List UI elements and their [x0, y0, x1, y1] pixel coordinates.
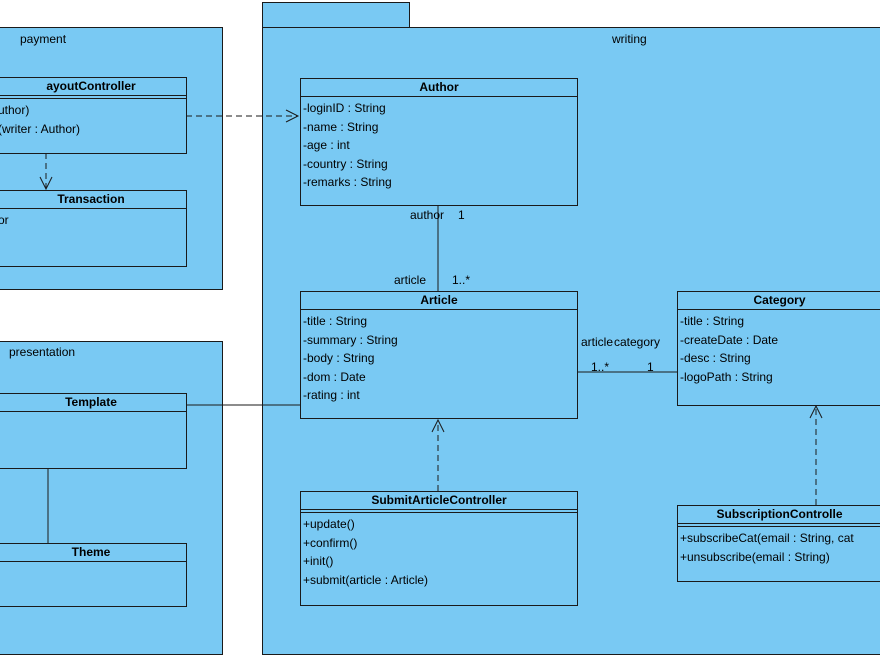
association-multiplicity-article: 1..* — [452, 273, 471, 287]
class-subscription-controller-ops: +subscribeCat(email : String, cat +unsub… — [678, 527, 880, 568]
operation: +update() — [303, 517, 355, 531]
class-template[interactable]: Template — [0, 393, 187, 469]
class-author-attrs: -loginID : String -name : String -age : … — [301, 97, 577, 194]
association-role-category: category — [614, 335, 661, 349]
class-submit-article-controller[interactable]: SubmitArticleController +update() +confi… — [300, 491, 578, 606]
class-subscription-controller-attrs — [678, 524, 880, 527]
association-role-author: author — [410, 208, 445, 222]
class-category-attrs: -title : String -createDate : Date -desc… — [678, 310, 880, 388]
association-multiplicity-author: 1 — [458, 208, 465, 222]
dependency-arrowhead-author — [285, 109, 300, 123]
class-template-name: Template — [0, 394, 186, 412]
attribute: or — [0, 213, 9, 227]
class-payout-controller-attrs — [0, 96, 186, 99]
class-theme-name: Theme — [0, 544, 186, 562]
class-category[interactable]: Category -title : String -createDate : D… — [677, 291, 880, 406]
class-transaction-name: Transaction — [0, 191, 186, 209]
class-article[interactable]: Article -title : String -summary : Strin… — [300, 291, 578, 419]
dependency-arrowhead-transaction — [39, 176, 53, 191]
operation: uthor) — [0, 103, 30, 117]
class-transaction[interactable]: Transaction or — [0, 190, 187, 267]
attribute: -loginID : String — [303, 101, 386, 115]
operation: +subscribeCat(email : String, cat — [680, 531, 854, 545]
attribute: -remarks : String — [303, 175, 392, 189]
package-presentation-label: presentation — [9, 345, 76, 359]
class-submit-article-controller-name: SubmitArticleController — [301, 492, 577, 510]
attribute: -rating : int — [303, 388, 360, 402]
class-submit-article-controller-ops: +update() +confirm() +init() +submit(art… — [301, 513, 577, 591]
attribute: -summary : String — [303, 332, 398, 347]
operation: (writer : Author) — [0, 121, 81, 136]
attribute: -name : String — [303, 119, 379, 134]
class-payout-controller-ops: uthor) (writer : Author) — [0, 99, 186, 140]
attribute: -title : String — [303, 314, 368, 328]
realization-arrowhead-category — [809, 404, 823, 419]
class-article-attrs: -title : String -summary : String -body … — [301, 310, 577, 407]
class-subscription-controller-name: SubscriptionControlle — [678, 506, 880, 524]
attribute: -title : String — [680, 314, 745, 328]
class-category-name: Category — [678, 292, 880, 310]
class-author[interactable]: Author -loginID : String -name : String … — [300, 78, 578, 206]
class-theme[interactable]: Theme — [0, 543, 187, 607]
class-article-name: Article — [301, 292, 577, 310]
attribute: -desc : String — [680, 351, 751, 365]
operation: +confirm() — [303, 535, 358, 550]
package-writing-tab[interactable] — [262, 2, 410, 28]
package-writing-label: writing — [612, 32, 647, 46]
attribute: -createDate : Date — [680, 332, 779, 347]
operation: +init() — [303, 554, 334, 568]
class-subscription-controller[interactable]: SubscriptionControlle +subscribeCat(emai… — [677, 505, 880, 582]
association-multiplicity-category: 1 — [647, 360, 654, 374]
class-payout-controller-name: ayoutController — [0, 78, 186, 96]
operation: +submit(article : Article) — [303, 572, 429, 587]
class-author-name: Author — [301, 79, 577, 97]
class-transaction-attrs: or — [0, 209, 186, 232]
association-role-article: article — [394, 273, 427, 287]
attribute: -logoPath : String — [680, 369, 773, 384]
package-payment-label: payment — [20, 32, 67, 46]
class-submit-article-controller-attrs — [301, 510, 577, 513]
attribute: -body : String — [303, 351, 375, 365]
class-payout-controller[interactable]: ayoutController uthor) (writer : Author) — [0, 77, 187, 154]
realization-arrowhead-article — [431, 418, 445, 433]
attribute: -age : int — [303, 138, 350, 152]
attribute: -dom : Date — [303, 369, 366, 384]
operation: +unsubscribe(email : String) — [680, 549, 830, 564]
attribute: -country : String — [303, 156, 388, 171]
association-multiplicity-article-category: 1..* — [591, 360, 610, 374]
association-role-article-category: article — [581, 335, 614, 349]
